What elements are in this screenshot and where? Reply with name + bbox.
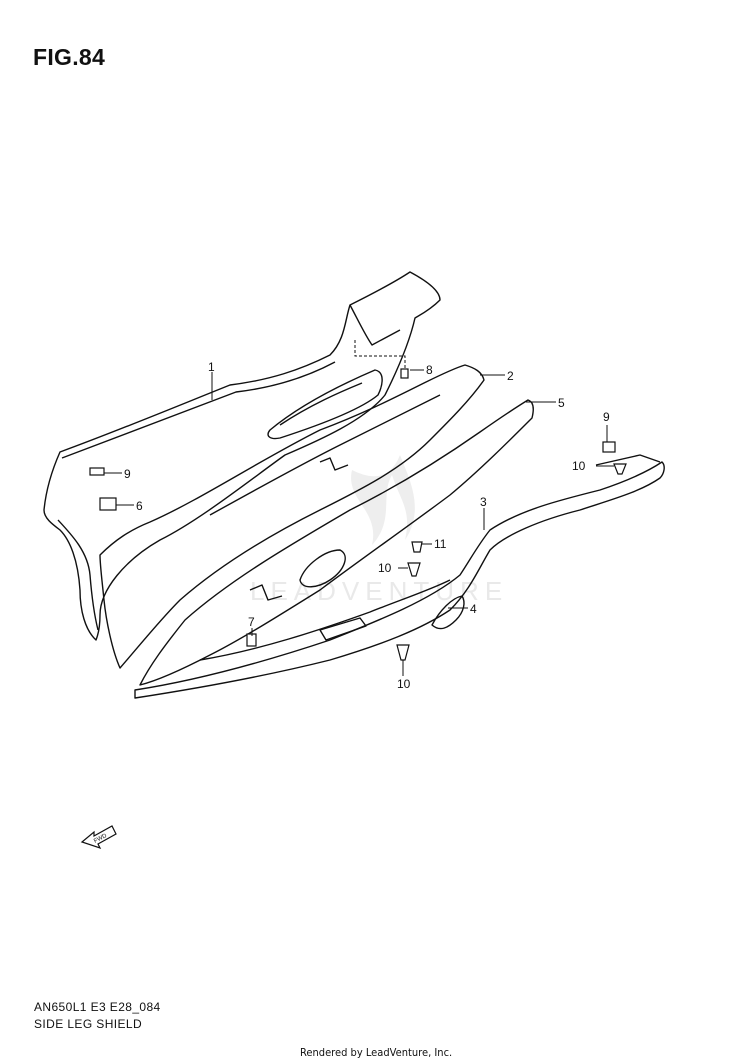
part-6-clip xyxy=(99,497,117,511)
render-credit: Rendered by LeadVenture, Inc. xyxy=(300,1046,453,1059)
part-10-rivet-bottom xyxy=(396,644,410,661)
section-name: SIDE LEG SHIELD xyxy=(34,1017,143,1031)
fwd-arrow-icon: FWD xyxy=(80,825,117,850)
callout-11: 11 xyxy=(434,537,447,551)
part-3-inner-rim xyxy=(199,579,451,661)
part-11-screw xyxy=(411,541,423,553)
callout-labels: 1 2 3 4 5 6 7 8 9 9 10 10 10 11 xyxy=(124,360,610,691)
callout-2: 2 xyxy=(507,369,514,383)
part-10-rivet-right xyxy=(613,463,627,475)
figure-title: FIG.84 xyxy=(33,44,106,70)
watermark: LEADVENTURE xyxy=(250,455,508,606)
callout-10-bottom: 10 xyxy=(397,677,411,691)
part-9-nut-right xyxy=(602,441,616,453)
part-4-small-cover xyxy=(431,595,465,630)
callout-6: 6 xyxy=(136,499,143,513)
part-5-step xyxy=(249,584,283,601)
part-1-window xyxy=(267,369,383,440)
callout-4: 4 xyxy=(470,602,477,616)
part-10-rivet-mid xyxy=(407,562,421,577)
model-code: AN650L1 E3 E28_084 xyxy=(34,1000,161,1014)
part-3-side-rail xyxy=(134,461,665,699)
part-2-floor-cover xyxy=(99,364,485,669)
callout-1: 1 xyxy=(208,360,215,374)
part-3-front-bracket xyxy=(595,454,661,466)
part-8-screw xyxy=(400,368,409,379)
part-1-lower-rim xyxy=(57,519,99,631)
part-5-oval-hole xyxy=(299,549,346,588)
part-1-inner-edge xyxy=(61,361,336,459)
part-9-nut-left xyxy=(89,467,105,476)
part-5-floor-board xyxy=(139,399,534,686)
callout-7: 7 xyxy=(248,615,255,629)
callout-5: 5 xyxy=(558,396,565,410)
watermark-logo xyxy=(351,455,415,545)
part-3-slot xyxy=(319,617,367,641)
part-1-window-inner xyxy=(279,382,363,426)
watermark-text: LEADVENTURE xyxy=(250,576,508,606)
leader-lines xyxy=(104,340,614,676)
callout-10-mid: 10 xyxy=(378,561,392,575)
callout-3: 3 xyxy=(480,495,487,509)
callout-8: 8 xyxy=(426,363,433,377)
part-2-edge-line xyxy=(209,394,441,516)
part-1-upper-fold xyxy=(349,304,401,346)
part-2-notch xyxy=(319,457,349,471)
part-1-leg-shield xyxy=(43,271,441,641)
callout-9-left: 9 xyxy=(124,467,131,481)
callout-9-right: 9 xyxy=(603,410,610,424)
callout-10-right: 10 xyxy=(572,459,586,473)
